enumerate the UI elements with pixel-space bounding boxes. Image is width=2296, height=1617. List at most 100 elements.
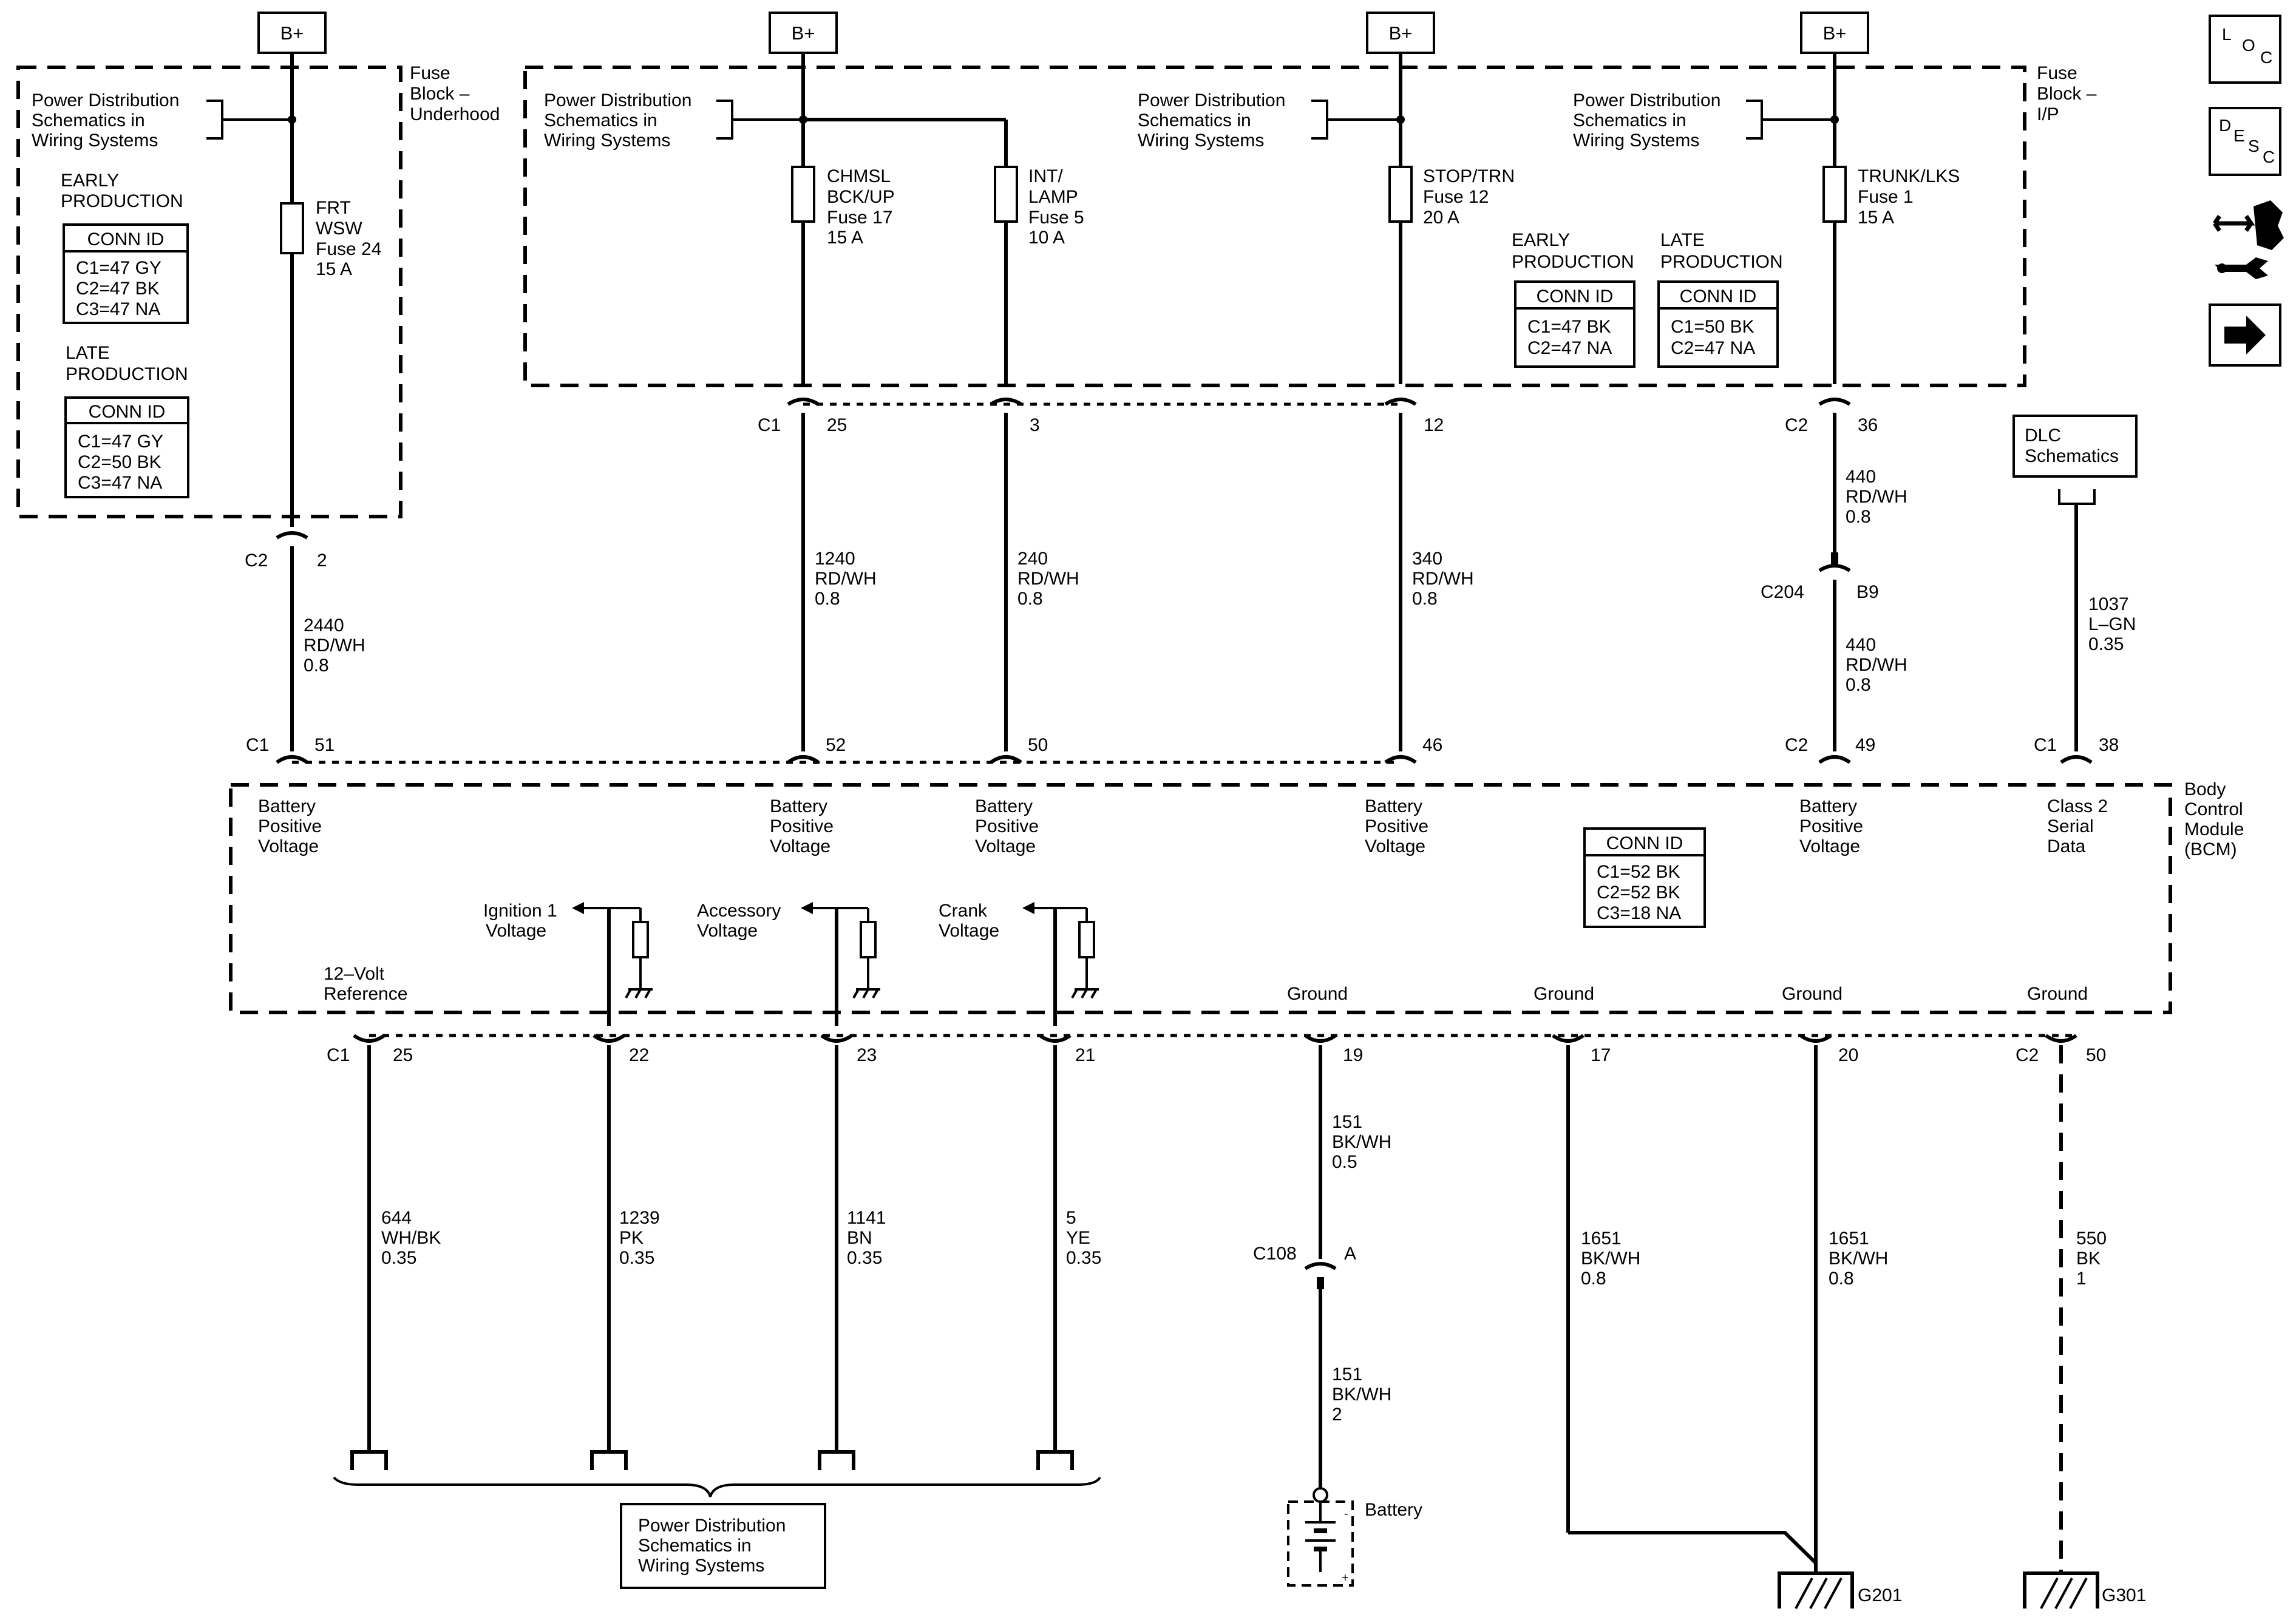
svg-text:LAMP: LAMP: [1028, 187, 1078, 207]
connector-c1-3-icon: [990, 398, 1022, 406]
svg-text:Wiring Systems: Wiring Systems: [1138, 131, 1264, 151]
conn-id-table-underhood-early: CONN ID C1=47 GY C2=47 BK C3=47 NA: [63, 223, 189, 324]
svg-text:C3=47 NA: C3=47 NA: [78, 473, 162, 493]
svg-text:C: C: [2260, 48, 2272, 67]
wire-label-1651-b: 1651 BK/WH 0.8: [1829, 1229, 1888, 1289]
svg-text:Power Distribution: Power Distribution: [638, 1516, 786, 1536]
wire-label-151-upper: 151 BK/WH 0.5: [1332, 1112, 1391, 1172]
power-distribution-ref-trunk: Power Distribution Schematics in Wiring …: [1573, 90, 1835, 151]
svg-text:Voltage: Voltage: [1799, 836, 1860, 856]
power-distribution-ref-stop: Power Distribution Schematics in Wiring …: [1138, 90, 1401, 151]
svg-text:Voltage: Voltage: [258, 836, 319, 856]
svg-text:Fuse 24: Fuse 24: [316, 239, 381, 259]
svg-text:B+: B+: [792, 22, 815, 44]
bplus-terminal-chmsl: B+: [769, 12, 838, 54]
connector-c1-25-icon: [787, 398, 820, 406]
desc-icon[interactable]: D E S C: [2209, 107, 2281, 176]
svg-text:25: 25: [393, 1045, 413, 1065]
svg-text:50: 50: [2086, 1045, 2106, 1065]
svg-text:BCK/UP: BCK/UP: [827, 187, 895, 207]
next-arrow-icon[interactable]: [2209, 303, 2281, 367]
svg-text:5: 5: [1066, 1208, 1076, 1228]
svg-text:21: 21: [1075, 1045, 1095, 1065]
fuse-block-underhood-label: Fuse: [410, 63, 450, 83]
fuse-frt-wsw-label: FRT WSW Fuse 24 15 A: [316, 198, 381, 279]
svg-text:S: S: [2248, 137, 2260, 155]
connector-wrench-icon[interactable]: [2213, 200, 2284, 279]
svg-text:Fuse 17: Fuse 17: [827, 208, 892, 228]
ground-g201-icon: [1778, 1571, 1854, 1609]
connector-c108-icon: [1304, 1262, 1337, 1270]
svg-text:151: 151: [1332, 1112, 1362, 1132]
svg-text:38: 38: [2099, 735, 2119, 755]
svg-text:LATE: LATE: [1660, 230, 1705, 250]
svg-text:I/P: I/P: [2037, 104, 2059, 124]
svg-text:Power Distribution: Power Distribution: [1573, 90, 1720, 110]
svg-text:O: O: [2242, 36, 2255, 55]
svg-text:Schematics in: Schematics in: [1573, 110, 1686, 131]
splice-dot: [1396, 115, 1405, 124]
svg-text:Voltage: Voltage: [1365, 836, 1425, 856]
svg-text:23: 23: [857, 1045, 877, 1065]
svg-text:1651: 1651: [1581, 1229, 1622, 1249]
power-distribution-ref-underhood: Power Distribution Schematics in Wiring …: [32, 90, 292, 151]
svg-text:0.8: 0.8: [815, 589, 840, 609]
svg-text:Battery: Battery: [1365, 796, 1422, 816]
fuse-stop-trn-icon: [1388, 166, 1413, 223]
svg-text:Block –: Block –: [410, 84, 470, 104]
conn-id-table-ip-late: CONN ID C1=50 BK C2=47 NA: [1657, 280, 1779, 368]
svg-text:C1: C1: [758, 415, 781, 435]
svg-text:C3=47 NA: C3=47 NA: [76, 299, 160, 319]
svg-text:Class 2: Class 2: [2047, 796, 2108, 816]
svg-text:Battery: Battery: [1799, 796, 1857, 816]
svg-text:Positive: Positive: [1365, 816, 1428, 836]
svg-text:BK/WH: BK/WH: [1332, 1132, 1391, 1152]
svg-text:C1: C1: [2034, 735, 2057, 755]
fuse-chmsl-label: CHMSL BCK/UP Fuse 17 15 A: [827, 166, 895, 248]
bcm-battery-positive-46: Battery Positive Voltage: [1365, 796, 1428, 856]
svg-text:RD/WH: RD/WH: [1846, 655, 1907, 675]
svg-text:RD/WH: RD/WH: [1412, 569, 1474, 589]
svg-text:3: 3: [1030, 415, 1040, 435]
fuse-block-ip-label: Fuse: [2037, 63, 2077, 83]
wire-label-5: 5 YE 0.35: [1066, 1208, 1101, 1268]
svg-text:TRUNK/LKS: TRUNK/LKS: [1858, 166, 1960, 186]
svg-text:51: 51: [314, 735, 335, 755]
svg-text:C1: C1: [327, 1045, 350, 1065]
svg-text:PK: PK: [619, 1228, 644, 1248]
splice-dot: [1830, 115, 1839, 124]
svg-text:52: 52: [826, 735, 846, 755]
bplus-terminal-stop: B+: [1366, 12, 1435, 54]
svg-text:C2=50 BK: C2=50 BK: [78, 452, 161, 472]
svg-text:Battery: Battery: [770, 796, 827, 816]
svg-text:Battery: Battery: [258, 796, 316, 816]
svg-text:PRODUCTION: PRODUCTION: [1512, 252, 1634, 272]
svg-text:Voltage: Voltage: [486, 921, 546, 941]
ground-g301-icon: [2023, 1571, 2099, 1609]
svg-text:L: L: [2222, 25, 2232, 44]
bcm-battery-positive-51: Battery Positive Voltage: [258, 796, 322, 856]
svg-text:C1=47 GY: C1=47 GY: [78, 432, 163, 452]
svg-text:15 A: 15 A: [827, 228, 863, 248]
svg-text:B+: B+: [280, 22, 304, 44]
svg-text:644: 644: [381, 1208, 412, 1228]
power-distribution-terminals: [333, 1450, 1101, 1497]
svg-text:Schematics in: Schematics in: [32, 110, 145, 131]
svg-text:C204: C204: [1761, 582, 1804, 602]
wire-label-440-lower: 440 RD/WH 0.8: [1846, 635, 1907, 695]
svg-text:Voltage: Voltage: [975, 836, 1036, 856]
bcm-battery-positive-52: Battery Positive Voltage: [770, 796, 834, 856]
bcm-battery-positive-50: Battery Positive Voltage: [975, 796, 1039, 856]
dlc-schematics-ref: DLC Schematics: [2012, 415, 2138, 505]
svg-text:12: 12: [1424, 415, 1444, 435]
loc-icon[interactable]: L O C: [2209, 15, 2281, 84]
svg-text:C2=47 NA: C2=47 NA: [1671, 338, 1755, 358]
wire-label-2440: 2440 RD/WH 0.8: [304, 615, 365, 676]
svg-text:0.8: 0.8: [1581, 1269, 1606, 1289]
svg-text:0.8: 0.8: [1829, 1269, 1854, 1289]
svg-text:15 A: 15 A: [316, 259, 352, 279]
svg-text:C1: C1: [246, 735, 269, 755]
svg-text:BK/WH: BK/WH: [1332, 1385, 1391, 1405]
conn-id-table-underhood-late: CONN ID C1=47 GY C2=50 BK C3=47 NA: [64, 396, 189, 498]
svg-text:B9: B9: [1856, 582, 1879, 602]
